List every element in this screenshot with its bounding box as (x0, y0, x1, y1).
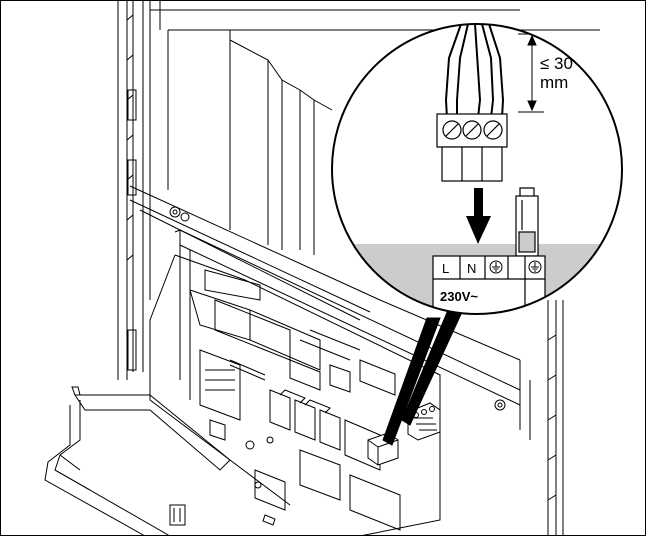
front-cover-tray (44, 386, 291, 536)
appliance-housing (117, 0, 600, 536)
arrow-down-icon (466, 188, 491, 244)
detail-callout: ≤ 30 mm (331, 23, 623, 315)
callout-circle-border (331, 23, 623, 315)
terminal-label-L: L (442, 261, 449, 276)
socket-post (515, 187, 539, 257)
ground-symbol-icon (489, 260, 503, 274)
plug-connector (436, 113, 508, 182)
dimension-unit: mm (540, 73, 568, 92)
control-board (149, 254, 441, 536)
callout-leader (382, 309, 463, 446)
voltage-label: 230V~ (440, 289, 478, 304)
terminal-label-N: N (467, 261, 476, 276)
screw-icon (442, 120, 503, 140)
cable-wires (444, 24, 505, 119)
dimension-value: ≤ 30 (540, 54, 573, 73)
ground-symbol-icon (528, 260, 542, 274)
